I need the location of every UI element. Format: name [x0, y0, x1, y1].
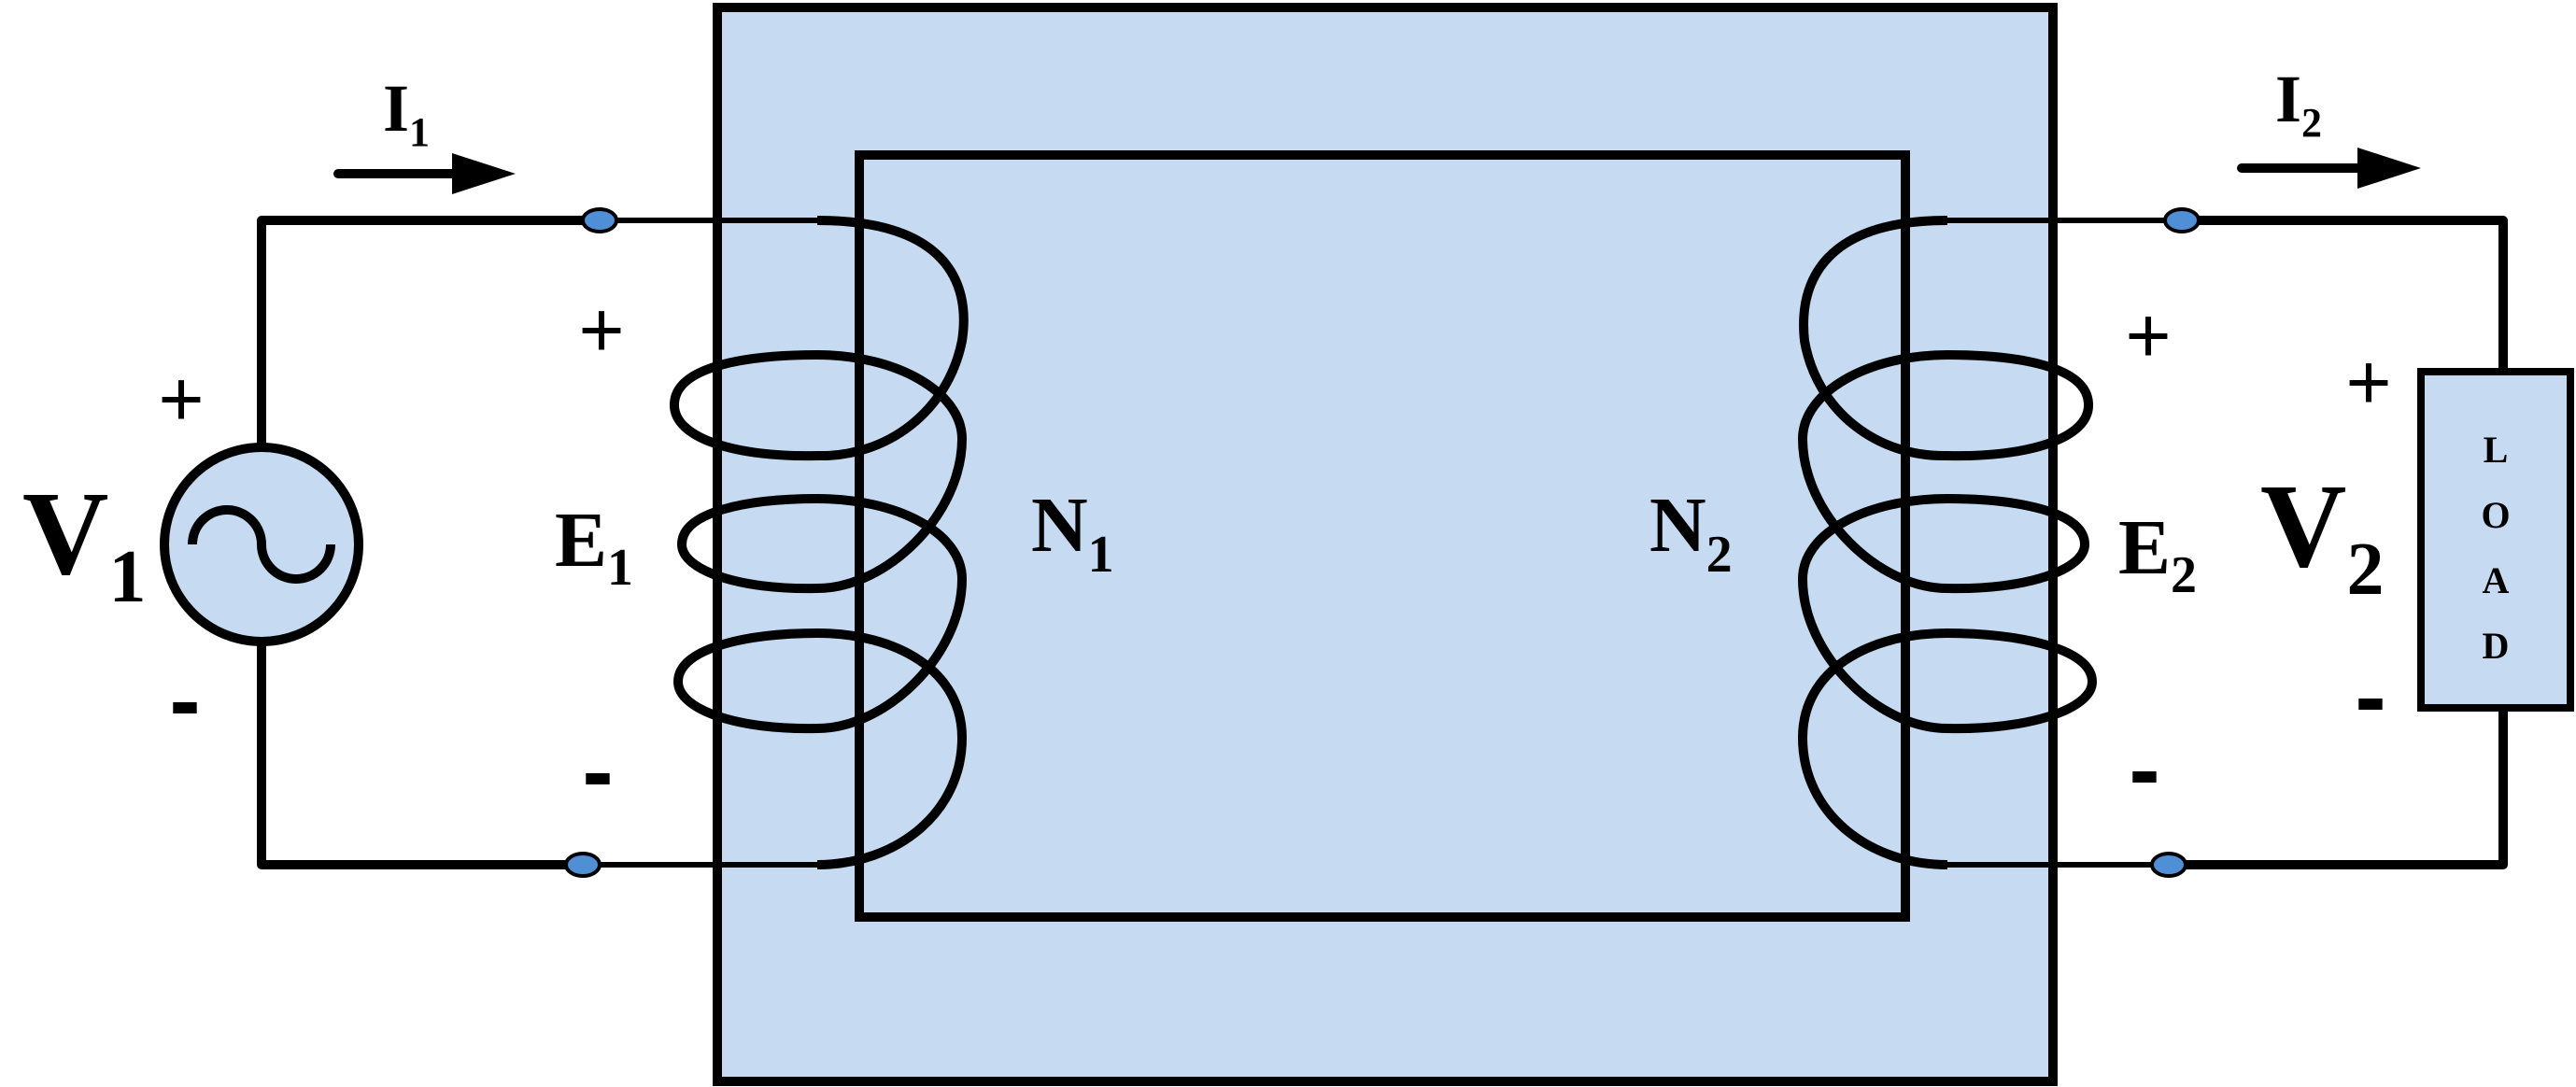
sign-minus-v2: -: [2355, 644, 2385, 749]
primary-bottom-terminal: [564, 852, 602, 878]
label-i2: I2: [2275, 62, 2322, 146]
secondary-wires: [2169, 216, 2508, 869]
load-box: [2417, 368, 2574, 712]
load-letter-a: A: [2483, 559, 2510, 601]
ac-source-icon: [160, 443, 363, 646]
transformer-core-window: [855, 150, 1910, 922]
secondary-leads: [1947, 218, 2182, 868]
primary-wires: [257, 216, 598, 869]
load-letter-l: L: [2484, 429, 2509, 471]
current-arrow-icon-i1: [333, 153, 516, 194]
secondary-coil: [1797, 216, 2098, 869]
sign-plus-e2: +: [2125, 291, 2171, 379]
load-letter-o: O: [2481, 494, 2510, 536]
primary-leads: [583, 218, 817, 868]
label-e2: E2: [2118, 504, 2197, 604]
current-arrow-icon-i2: [2237, 148, 2421, 189]
sign-plus-e1: +: [578, 286, 624, 374]
primary-top-terminal: [581, 207, 618, 233]
label-n1: N1: [1031, 482, 1114, 584]
label-v2: V2: [2260, 459, 2384, 611]
secondary-top-terminal: [2163, 207, 2201, 233]
secondary-bottom-terminal: [2150, 852, 2187, 878]
primary-coil: [670, 216, 969, 869]
sign-plus-v1: +: [158, 355, 204, 443]
label-e1: E1: [555, 497, 633, 597]
sign-minus-e1: -: [582, 719, 613, 824]
sign-minus-e2: -: [2129, 717, 2159, 822]
sign-minus-v1: -: [169, 648, 200, 753]
label-n2: N2: [1649, 482, 1733, 584]
load-letter-d: D: [2483, 625, 2510, 667]
sign-plus-v2: +: [2345, 338, 2391, 426]
label-i1: I1: [383, 71, 430, 155]
label-v1: V1: [22, 467, 146, 618]
